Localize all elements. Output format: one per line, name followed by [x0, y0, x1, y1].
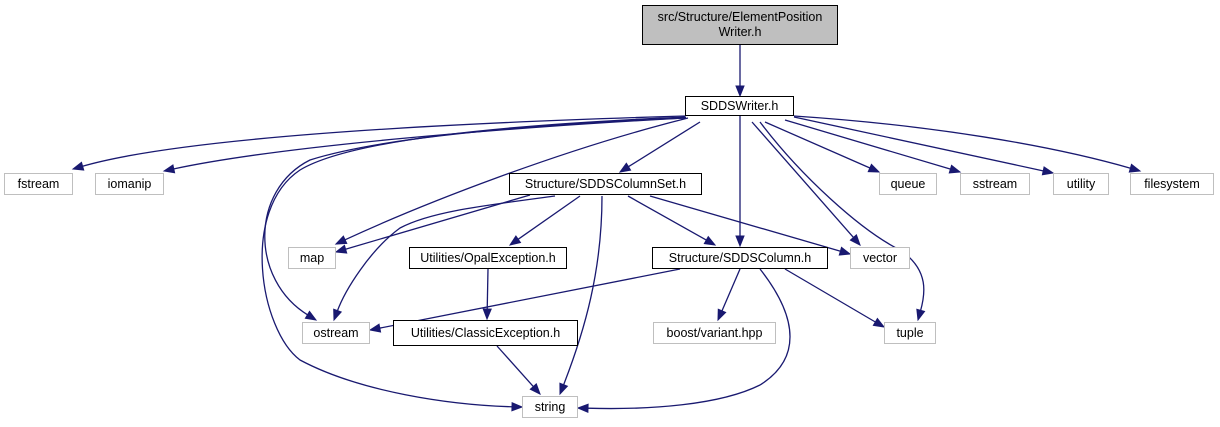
node-root-label-line-2: Writer.h	[718, 25, 762, 39]
edge-sddswriter-to-ostream	[264, 117, 687, 321]
edge-line	[261, 116, 687, 408]
node-sddscolumnset[interactable]: Structure/SDDSColumnSet.h	[509, 173, 702, 195]
edge-sddscolumn-to-ostream	[368, 268, 681, 333]
edge-arrowhead	[559, 382, 569, 396]
edge-sddswriter-to-string	[261, 116, 687, 412]
edge-line	[784, 119, 952, 171]
edge-sddscolumn-to-string	[576, 268, 791, 414]
edge-line	[649, 195, 842, 253]
edge-line	[751, 121, 855, 239]
edge-arrowhead	[162, 164, 176, 174]
edge-line	[784, 268, 877, 324]
node-map[interactable]: map	[288, 247, 336, 269]
edge-arrowhead	[735, 235, 745, 248]
edge-root-to-sddswriter	[735, 45, 745, 98]
edge-sddswriter-to-iomanip	[162, 117, 686, 174]
edge-arrowhead	[916, 308, 926, 322]
edge-arrowhead	[304, 310, 318, 321]
edge-arrowhead	[334, 244, 348, 254]
node-classicexception[interactable]: Utilities/ClassicException.h	[393, 320, 578, 346]
edge-arrowhead	[872, 317, 886, 328]
edge-columnset-to-ostream	[333, 195, 556, 322]
edge-arrowhead	[1041, 166, 1055, 176]
node-queue[interactable]: queue	[879, 173, 937, 195]
edge-sddswriter-to-sddscolumn	[735, 116, 745, 248]
node-utility[interactable]: utility	[1053, 173, 1109, 195]
edge-line	[496, 345, 535, 388]
edge-sddswriter-to-vector	[751, 121, 861, 247]
edge-line	[517, 195, 581, 241]
edge-arrowhead	[849, 233, 861, 247]
edge-line	[486, 268, 489, 311]
node-root-elementpositionwriter[interactable]: src/Structure/ElementPosition Writer.h	[642, 5, 838, 45]
edge-arrowhead	[576, 403, 589, 414]
node-sstream[interactable]: sstream	[960, 173, 1030, 195]
edge-arrowhead	[867, 163, 881, 173]
edge-arrowhead	[71, 161, 85, 171]
node-string[interactable]: string	[522, 396, 578, 418]
edge-sddswriter-to-map	[334, 117, 689, 245]
edge-arrowhead	[838, 246, 852, 256]
edge-line	[562, 195, 603, 386]
edge-line	[264, 117, 687, 316]
edge-line	[627, 121, 701, 168]
edge-line	[378, 268, 681, 329]
edge-sddswriter-to-sstream	[784, 119, 962, 174]
edge-sddswriter-to-filesystem	[793, 115, 1142, 173]
edge-line	[721, 268, 741, 312]
edge-sddswriter-to-utility	[793, 116, 1055, 176]
node-root-label-line-1: src/Structure/ElementPosition	[657, 10, 823, 24]
edge-line	[586, 268, 791, 410]
node-vector[interactable]: vector	[850, 247, 910, 269]
node-filesystem[interactable]: filesystem	[1130, 173, 1214, 195]
edge-sddswriter-to-tuple	[759, 121, 926, 322]
node-fstream[interactable]: fstream	[4, 173, 73, 195]
edge-sddswriter-to-fstream	[71, 115, 686, 171]
edge-line	[764, 121, 872, 169]
edge-arrowhead	[368, 323, 382, 333]
node-boost-variant[interactable]: boost/variant.hpp	[653, 322, 776, 344]
edge-line	[793, 116, 1045, 172]
edge-line	[793, 115, 1132, 170]
node-sddscolumn[interactable]: Structure/SDDSColumn.h	[652, 247, 828, 269]
edge-arrowhead	[333, 308, 343, 322]
edge-columnset-to-opalexc	[508, 195, 581, 246]
edge-line	[336, 195, 556, 312]
node-opalexception[interactable]: Utilities/OpalException.h	[409, 247, 567, 269]
edge-arrowhead	[508, 235, 522, 246]
edge-line	[343, 117, 689, 241]
edge-arrowhead	[717, 308, 727, 322]
edge-line	[172, 117, 686, 170]
edge-arrowhead	[511, 401, 524, 412]
node-tuple[interactable]: tuple	[884, 322, 936, 344]
edge-arrowhead	[735, 85, 745, 98]
edge-arrowhead	[334, 235, 348, 245]
edge-sddswriter-to-columnset	[618, 121, 701, 173]
edge-arrowhead	[948, 164, 962, 174]
edge-line	[627, 195, 708, 242]
edge-opalexc-to-classicexc	[482, 268, 492, 321]
edge-line	[81, 115, 686, 168]
edge-arrowhead	[1128, 163, 1142, 173]
edge-sddswriter-to-queue	[764, 121, 881, 173]
edge-arrowhead	[618, 162, 632, 173]
node-ostream[interactable]: ostream	[302, 322, 370, 344]
node-sddswriter[interactable]: SDDSWriter.h	[685, 96, 794, 116]
edge-classicexc-to-string	[496, 345, 541, 396]
edge-arrowhead	[703, 235, 717, 246]
edge-columnset-to-string	[559, 195, 603, 396]
edge-sddscolumn-to-variant	[717, 268, 741, 322]
edge-line	[759, 121, 925, 312]
edge-columnset-to-sddscolumn	[627, 195, 717, 246]
edge-arrowhead	[482, 308, 492, 321]
edge-arrowhead	[529, 383, 541, 396]
edge-columnset-to-vector	[649, 195, 852, 256]
node-iomanip[interactable]: iomanip	[95, 173, 164, 195]
edge-sddscolumn-to-tuple	[784, 268, 886, 328]
